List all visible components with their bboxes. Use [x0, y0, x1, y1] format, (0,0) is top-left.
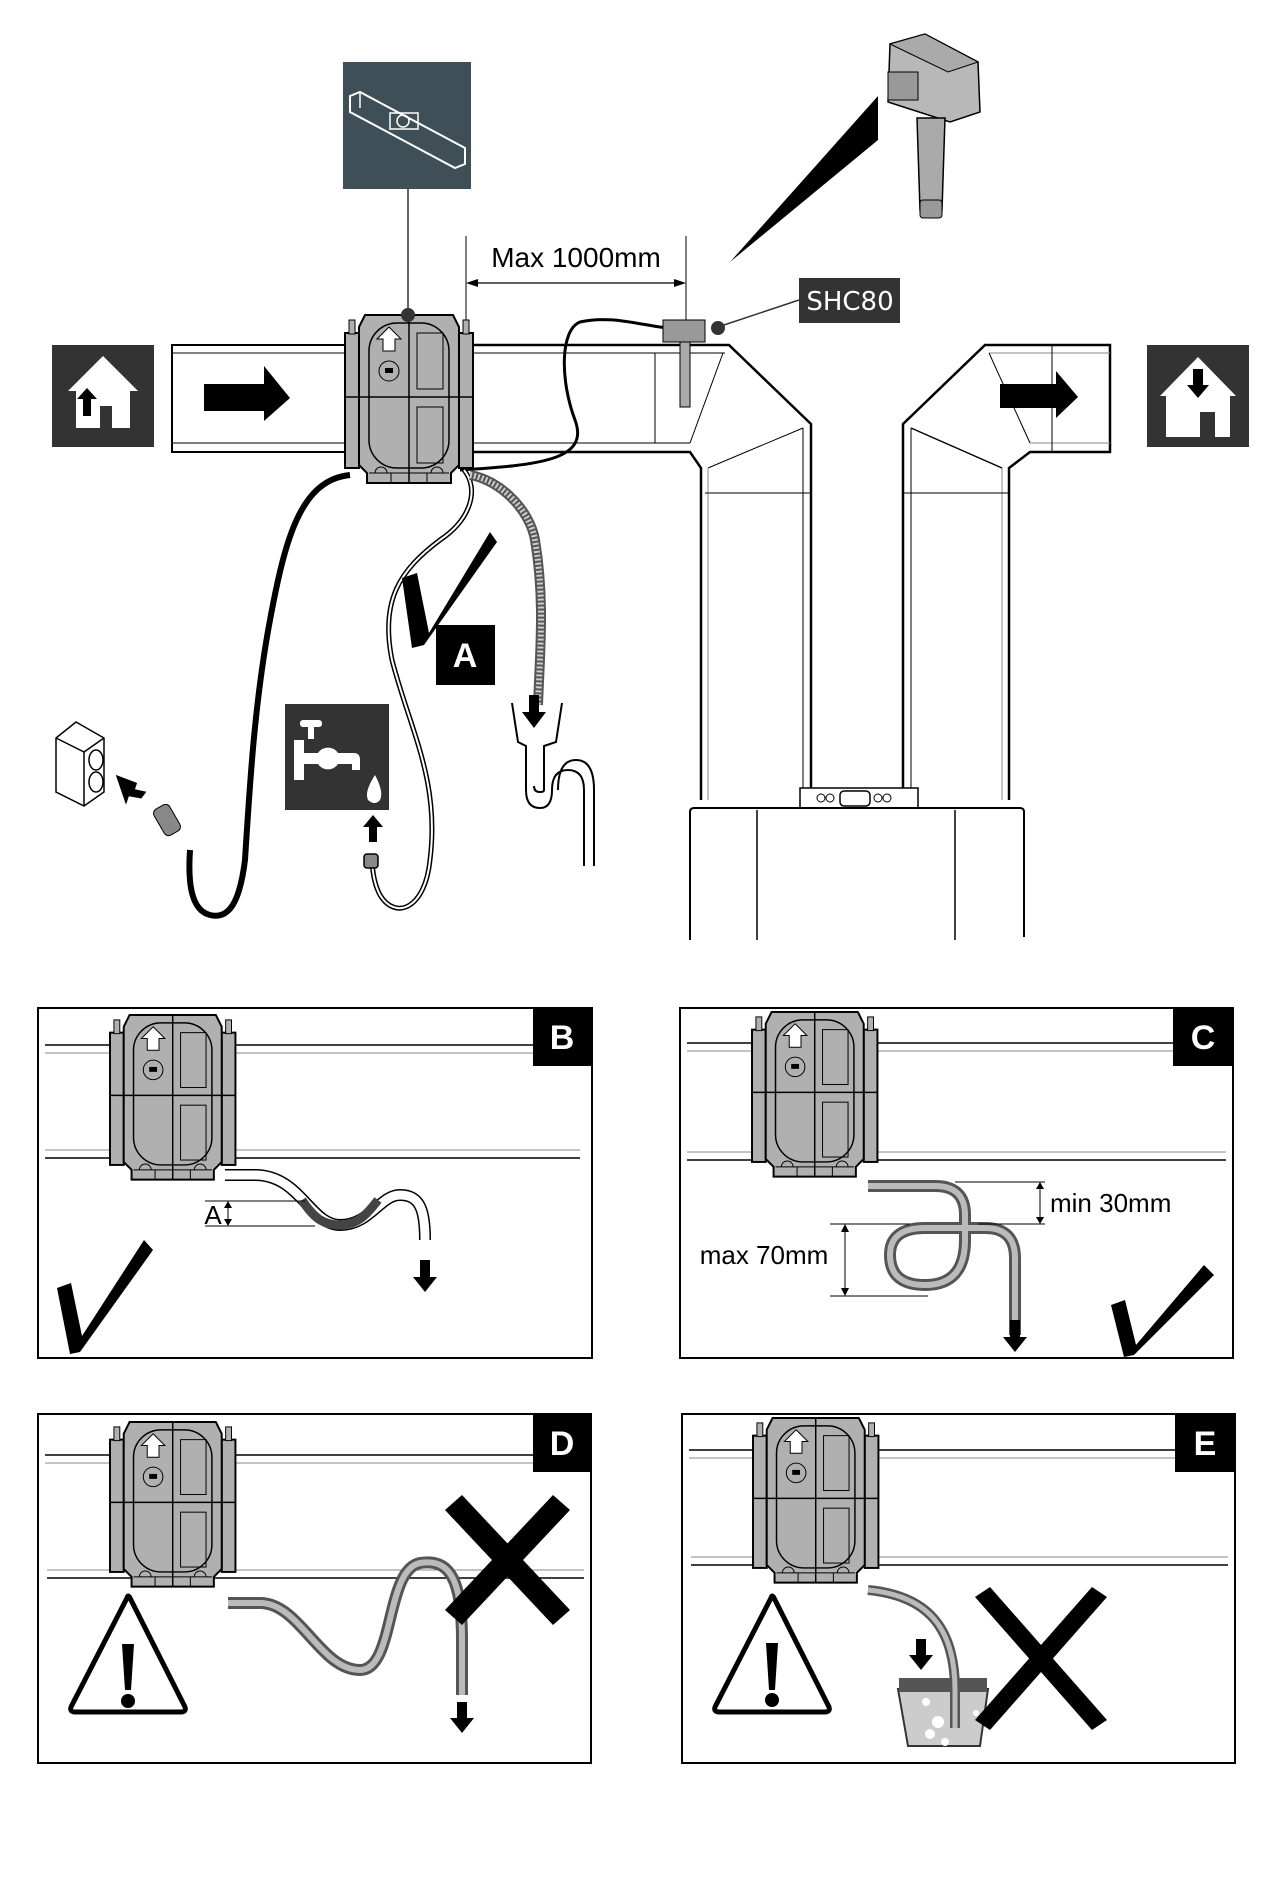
- power-socket-icon: [55, 721, 181, 837]
- warning-triangle-icon: [712, 1593, 832, 1715]
- drain-arrow-icon: [450, 1702, 474, 1733]
- main-duct: [473, 343, 1112, 800]
- main-installation-view: Max 1000mm SHC80: [52, 33, 1249, 940]
- spirit-level-icon: [343, 62, 471, 310]
- approved-checkmark-icon: [1111, 1265, 1214, 1357]
- panel-e: E: [681, 1413, 1236, 1764]
- sensor-label-shc80: SHC80: [799, 278, 900, 323]
- svg-text:E: E: [1194, 1425, 1217, 1463]
- max-loop-label: max 70mm: [700, 1240, 829, 1270]
- min-height-label: min 30mm: [1050, 1188, 1171, 1218]
- house-inflow-icon: [1147, 345, 1249, 447]
- ventilation-unit: [689, 787, 1025, 940]
- level-point-marker: [401, 308, 415, 322]
- panel-label-c: C: [1173, 1008, 1233, 1066]
- panel-b: A B: [37, 1007, 593, 1359]
- inlet-duct: [171, 344, 348, 453]
- main-device-unit: [344, 314, 474, 484]
- dimension-max-1000mm: Max 1000mm: [465, 236, 687, 330]
- svg-text:C: C: [1191, 1019, 1216, 1057]
- water-tap-icon: [285, 704, 389, 869]
- panel-label-b: B: [533, 1008, 592, 1066]
- sensor-cable: [459, 318, 669, 472]
- drain-arrow-icon: [1003, 1320, 1027, 1352]
- humidity-sensor-mounted: [662, 299, 800, 408]
- drain-arrow-icon: [413, 1260, 437, 1292]
- callout-a-badge: A: [436, 625, 495, 685]
- bucket-icon: [896, 1678, 990, 1747]
- svg-text:B: B: [550, 1019, 575, 1057]
- siphon-height-label: A: [204, 1200, 222, 1230]
- svg-text:SHC80: SHC80: [806, 287, 893, 317]
- approved-checkmark-icon: [402, 532, 497, 648]
- warning-triangle-icon: [68, 1593, 188, 1715]
- panel-d: D: [37, 1413, 592, 1764]
- approved-checkmark-icon: [57, 1240, 153, 1354]
- water-supply-hose: [369, 468, 475, 911]
- airflow-arrow-right-icon: [1000, 371, 1078, 418]
- zoom-callout-wedge: [730, 96, 878, 262]
- svg-text:D: D: [550, 1425, 575, 1463]
- incorrect-cross-icon: [445, 1495, 570, 1625]
- incorrect-cross-icon: [975, 1587, 1107, 1730]
- panel-label-e: E: [1175, 1414, 1235, 1472]
- airflow-arrow-right-icon: [204, 366, 290, 421]
- humidity-sensor-icon: [887, 33, 981, 219]
- power-cable: [186, 472, 351, 919]
- panel-c: min 30mm max 70mm C: [679, 1007, 1234, 1359]
- house-outflow-icon: [52, 345, 154, 447]
- svg-text:A: A: [453, 637, 478, 675]
- drain-trap: [511, 695, 595, 866]
- max-distance-label: Max 1000mm: [491, 242, 661, 273]
- panel-label-d: D: [533, 1414, 591, 1472]
- drain-arrow-icon: [909, 1639, 933, 1670]
